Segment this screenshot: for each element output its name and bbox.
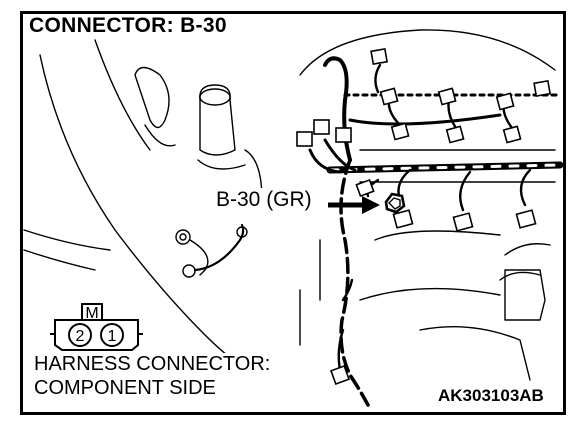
ground-terminal [182,264,196,278]
ground-terminal [236,226,248,238]
harness-branch [308,148,342,174]
connector-block [370,47,389,66]
bay-edge-line [23,229,111,251]
body-panel-outline [39,54,256,376]
engine-outline [374,230,501,241]
lock-mark-label: M [85,305,98,322]
connector-block [515,209,537,229]
caption-line-2: COMPONENT SIDE [32,377,218,400]
connector-block [437,87,457,106]
reservoir-cap [199,88,231,106]
connector-block [392,209,414,229]
callout-arrow [328,196,380,214]
pulley-outline [504,269,546,321]
connector-block [379,87,399,106]
connector-block [330,365,350,385]
reservoir-outline [197,159,246,170]
page-title: CONNECTOR: B-30 [27,14,231,39]
engine-outline [499,271,541,281]
connector-block [502,125,522,144]
b30-connector [384,192,406,214]
engine-outline [359,287,501,301]
callout-label: B-30 (GR) [214,188,314,212]
pin-1-label: 1 [108,328,117,345]
harness-trunk-dash [328,163,562,172]
engine-outline [419,325,531,381]
connector-block [533,79,552,98]
strut-outline [134,66,170,129]
connector-block [313,119,330,135]
connector-face-icon: M 2 1 [50,303,143,351]
strut-outline [144,124,176,147]
connector-block [452,212,474,232]
engine-outline [299,29,556,76]
bay-edge-line [23,249,96,271]
engine-outline [504,243,551,256]
pin-2-label: 2 [76,328,85,345]
figure-code: AK303103AB [436,386,546,406]
reservoir-outline [199,84,236,156]
ground-cable [193,223,245,272]
connector-block [335,127,352,143]
body-panel-outline [94,39,151,151]
harness-branch [323,138,357,172]
ground-strap [189,239,209,276]
connector-block [296,131,313,147]
ground-lug [175,229,191,245]
harness-branch [348,113,502,126]
connector-block [495,92,515,111]
harness-branch [339,158,370,407]
connector-block [390,122,410,141]
caption-line-1: HARNESS CONNECTOR: [32,353,273,376]
connector-block [355,178,375,198]
diagram-frame [20,11,566,415]
ground-lug [179,233,187,241]
connector-block [445,125,465,144]
